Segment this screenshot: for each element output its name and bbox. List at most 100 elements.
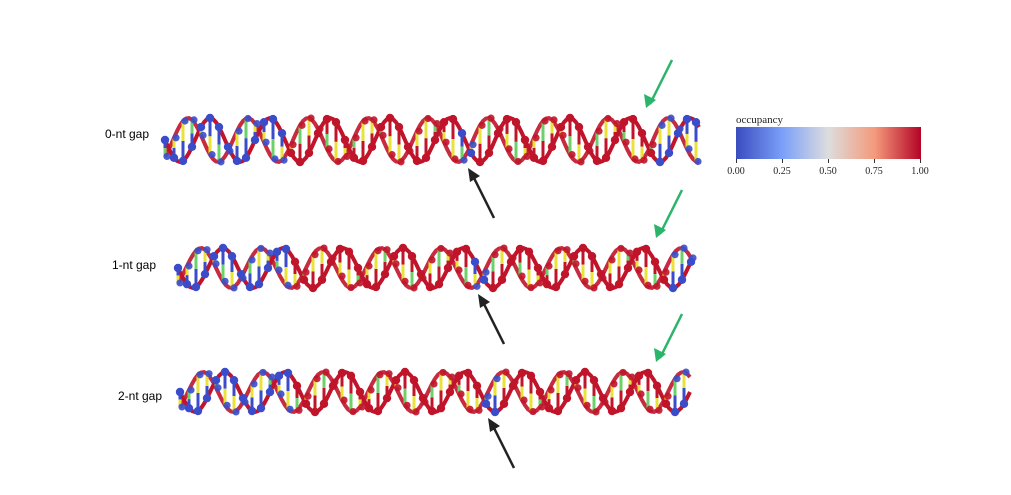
nucleotide-bead <box>434 279 444 289</box>
nucleotide-bead <box>343 152 351 161</box>
nucleotide-bead <box>337 368 347 378</box>
nucleotide-bead <box>203 246 211 254</box>
nucleotide-bead <box>502 114 512 124</box>
nucleotide-bead <box>668 283 678 293</box>
nucleotide-bead <box>626 249 634 257</box>
nucleotide-bead <box>640 156 648 164</box>
nucleotide-bead <box>664 148 674 158</box>
nucleotide-bead <box>191 282 201 292</box>
nucleotide-bead <box>259 118 269 127</box>
nucleotide-bead <box>313 375 321 383</box>
nucleotide-bead <box>358 156 368 166</box>
nucleotide-bead <box>436 403 446 413</box>
nucleotide-bead <box>383 246 391 254</box>
nucleotide-bead <box>277 390 285 398</box>
nucleotide-bead <box>214 384 222 392</box>
nucleotide-bead <box>466 405 474 413</box>
nucleotide-bead <box>367 142 377 151</box>
nucleotide-bead <box>617 244 625 253</box>
nucleotide-bead <box>185 262 193 270</box>
nucleotide-bead <box>412 408 420 416</box>
nucleotide-bead <box>616 403 626 413</box>
nucleotide-bead <box>649 141 657 149</box>
nucleotide-bead <box>382 393 392 403</box>
nucleotide-bead <box>257 244 265 253</box>
nucleotide-bead <box>322 114 332 124</box>
nucleotide-bead <box>340 396 348 404</box>
nucleotide-bead <box>637 129 647 138</box>
nucleotide-bead <box>301 399 311 408</box>
nucleotide-bead <box>410 284 418 292</box>
nucleotide-bead <box>590 284 598 292</box>
nucleotide-bead <box>679 399 689 408</box>
end-arrow <box>658 189 684 235</box>
nucleotide-bead <box>599 274 607 282</box>
colorbar-tick-label: 0.75 <box>865 166 883 177</box>
colorbar-tick-label: 0.25 <box>773 166 791 177</box>
nucleotide-bead <box>509 254 517 262</box>
nucleotide-bead <box>443 263 453 273</box>
nucleotide-bead <box>218 243 228 253</box>
nucleotide-bead <box>293 282 301 290</box>
nucleotide-bead <box>311 251 319 259</box>
nucleotide-bead <box>536 279 544 287</box>
nucleotide-bead <box>289 141 297 149</box>
nucleotide-bead <box>514 157 522 166</box>
nucleotide-bead <box>302 268 310 276</box>
nucleotide-bead <box>547 142 557 151</box>
colorbar-tick <box>874 159 875 163</box>
nucleotide-bead <box>493 375 501 383</box>
nucleotide-bead <box>628 373 636 381</box>
nucleotide-bead <box>619 118 629 127</box>
nucleotide-bead <box>364 403 374 413</box>
nucleotide-bead <box>178 403 186 411</box>
nucleotide-bead <box>625 387 635 397</box>
nucleotide-bead <box>388 151 396 159</box>
nucleotide-bead <box>608 256 616 264</box>
nucleotide-bead <box>353 263 363 273</box>
nucleotide-bead <box>478 121 486 129</box>
nucleotide-bead <box>505 145 513 153</box>
nucleotide-bead <box>194 247 202 255</box>
nucleotide-bead <box>397 158 405 166</box>
backbone-strand <box>176 245 693 291</box>
nucleotide-bead <box>580 367 590 377</box>
nucleotide-bead <box>455 266 463 274</box>
nucleotide-bead <box>586 147 594 155</box>
nucleotide-bead <box>286 405 294 413</box>
nucleotide-bead <box>610 380 618 388</box>
nucleotide-bead <box>554 247 562 255</box>
nucleotide-bead <box>205 113 215 123</box>
nucleotide-bead <box>517 368 527 378</box>
nucleotide-bead <box>425 282 435 292</box>
nucleotide-bead <box>182 279 192 289</box>
nucleotide-bead <box>334 157 342 166</box>
nucleotide-bead <box>394 384 402 392</box>
nucleotide-bead <box>304 148 314 158</box>
colorbar-tick <box>828 159 829 163</box>
nucleotide-bead <box>281 244 291 254</box>
nucleotide-bead <box>419 274 427 282</box>
nucleotide-bead <box>553 406 563 416</box>
nucleotide-bead <box>667 114 675 122</box>
nucleotide-bead <box>605 282 615 292</box>
nucleotide-bead <box>268 373 276 381</box>
nucleotide-bead <box>163 152 171 161</box>
nucleotide-bead <box>655 157 665 167</box>
nucleotide-bead <box>632 247 642 257</box>
nucleotide-bead <box>385 370 393 378</box>
nucleotide-bead <box>371 282 381 292</box>
nucleotide-bead <box>587 252 597 261</box>
nucleotide-bead <box>322 368 330 376</box>
nucleotide-bead <box>424 114 432 123</box>
nucleotide-bead <box>556 371 564 379</box>
nucleotide-bead <box>592 156 602 166</box>
nucleotide-bead <box>230 284 238 292</box>
nucleotide-bead <box>646 148 656 158</box>
nucleotide-bead <box>437 244 445 253</box>
nucleotide-bead <box>407 252 417 261</box>
nucleotide-bead <box>344 247 354 257</box>
nucleotide-bead <box>208 151 216 159</box>
nucleotide-bead <box>286 148 296 158</box>
nucleotide-bead <box>335 244 345 254</box>
